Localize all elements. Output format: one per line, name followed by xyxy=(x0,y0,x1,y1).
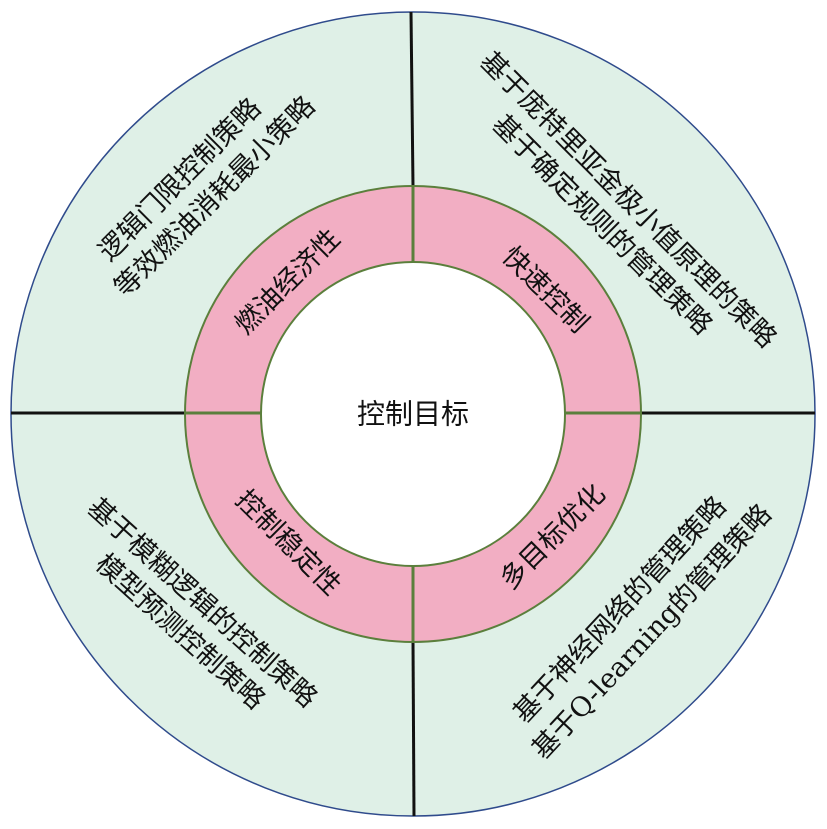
divider-top xyxy=(409,11,415,187)
divider-bottom xyxy=(411,640,416,817)
inner-circle xyxy=(260,261,566,567)
center-label: 控制目标 xyxy=(357,398,469,431)
